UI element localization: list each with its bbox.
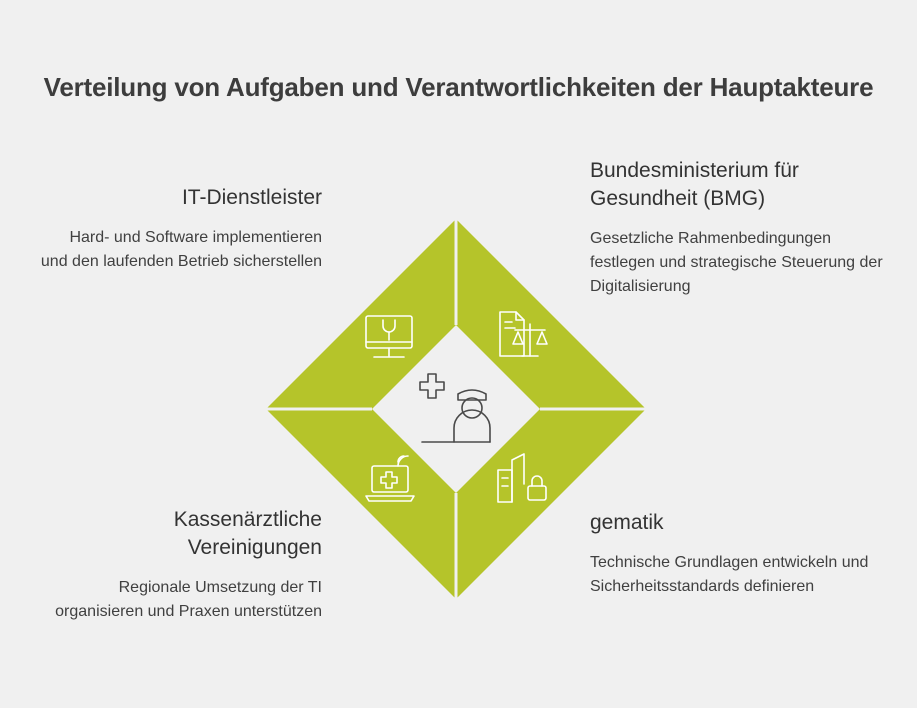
actor-description: Hard- und Software implementieren und de… — [40, 229, 322, 270]
actor-bmg: Bundesministerium für Gesundheit (BMG) G… — [590, 157, 890, 299]
doctor-medical-cross-icon — [419, 373, 491, 443]
page-title: Verteilung von Aufgaben und Verantwortli… — [43, 72, 874, 102]
quadrant-top-left — [266, 219, 456, 409]
monitor-wrench-icon — [365, 315, 413, 358]
quadrant-bottom-right — [456, 409, 646, 599]
actor-kassenaerztliche-vereinigungen: Kassenärztliche Vereinigungen Regionale … — [40, 506, 322, 624]
actor-description: Technische Grundlagen entwickeln und Sic… — [590, 554, 869, 595]
laptop-medical-wifi-icon — [365, 455, 415, 502]
document-scales-icon — [499, 311, 548, 357]
actor-heading: Bundesministerium für Gesundheit (BMG) — [590, 159, 799, 210]
actor-it-dienstleister: IT-Dienstleister Hard- und Software impl… — [40, 184, 322, 274]
actor-heading: gematik — [590, 511, 664, 534]
actor-description: Regionale Umsetzung der TI organisieren … — [55, 579, 322, 620]
actor-description: Gesetzliche Rahmenbedingungen festlegen … — [590, 230, 883, 295]
buildings-lock-icon — [497, 453, 547, 503]
actor-gematik: gematik Technische Grundlagen entwickeln… — [590, 509, 890, 599]
quadrant-top-right — [456, 219, 646, 409]
actor-heading: IT-Dienstleister — [181, 186, 322, 209]
actor-heading: Kassenärztliche Vereinigungen — [173, 508, 322, 559]
